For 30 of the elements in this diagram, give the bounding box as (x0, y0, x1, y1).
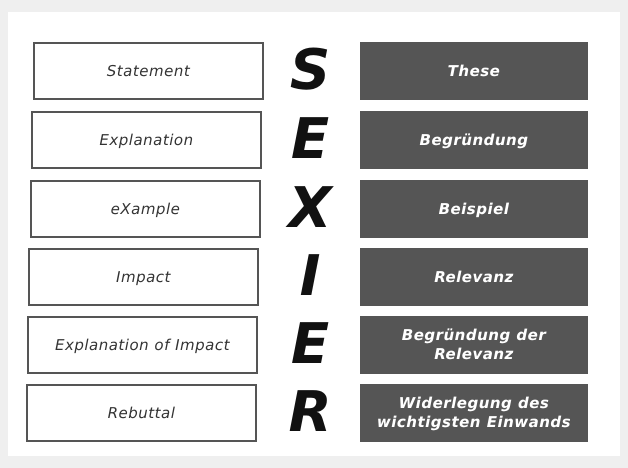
box-text: Statement (106, 62, 190, 80)
outlined-box (28, 248, 259, 306)
filled-box (360, 316, 588, 374)
outlined-box (33, 42, 264, 100)
acronym-letter: R (287, 385, 333, 441)
box-text: Begründung (420, 130, 528, 150)
box-text: eXample (110, 200, 180, 218)
box-text: Begründung der Relevanz (400, 326, 548, 364)
acronym-letter: S (288, 43, 332, 99)
box-text: Rebuttal (108, 404, 176, 422)
outlined-box (27, 316, 258, 374)
outlined-box (31, 111, 262, 169)
filled-box (360, 248, 588, 306)
acronym-letter: X (280, 181, 340, 237)
box-text: These (448, 62, 500, 80)
filled-box (360, 111, 588, 169)
acronym-letter: E (290, 112, 330, 168)
box-text: Widerlegung des wichtigsten Einwands (376, 394, 572, 432)
outlined-box (30, 180, 261, 238)
acronym-letter: I (298, 249, 322, 305)
outlined-box (26, 384, 257, 442)
acronym-letter: E (290, 317, 330, 373)
filled-box (360, 180, 588, 238)
box-text: Explanation (99, 130, 194, 150)
box-text: Explanation of Impact (54, 336, 230, 354)
box-text: Beispiel (438, 200, 510, 218)
box-text: Impact (116, 268, 171, 286)
filled-box (360, 42, 588, 100)
filled-box (360, 384, 588, 442)
box-text: Relevanz (434, 268, 514, 286)
